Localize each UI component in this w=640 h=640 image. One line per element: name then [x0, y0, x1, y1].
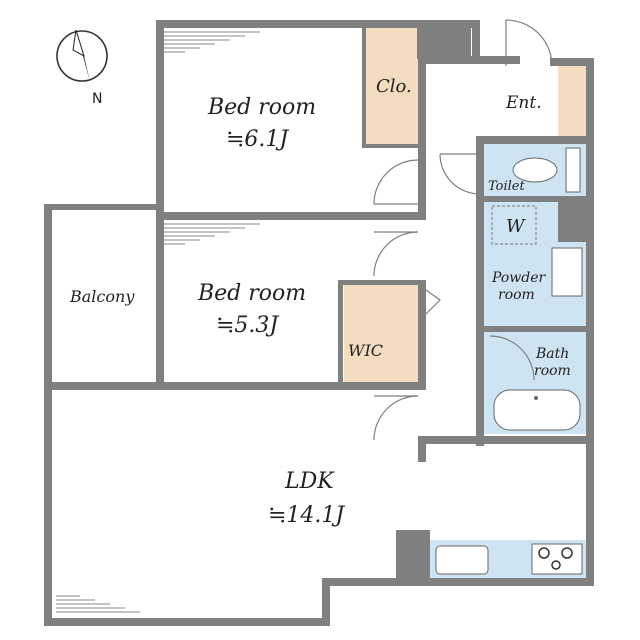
- room-fills: [344, 28, 586, 578]
- bath-room-line2: room: [534, 363, 571, 379]
- bedroom2-size: ≒5.3J: [216, 313, 279, 338]
- walls: [44, 20, 594, 626]
- washbasin-icon: [551, 247, 583, 297]
- compass: N: [56, 29, 108, 107]
- labels: Bed room ≒6.1J Clo. Ent. Toilet W Powder…: [69, 76, 571, 528]
- compass-north-label: N: [92, 91, 102, 107]
- balcony-name: Balcony: [69, 287, 135, 306]
- toilet-bowl-icon: [512, 157, 558, 183]
- toilet-name: Toilet: [488, 179, 525, 194]
- entrance-name: Ent.: [505, 93, 542, 113]
- bath-door-arc: [489, 335, 535, 381]
- wic-fill: [344, 284, 420, 382]
- powder-room-line1: Powder: [491, 270, 547, 286]
- entrance-storage-fill: [558, 66, 586, 136]
- bathtub-icon: [493, 389, 581, 431]
- entrance-door-arc: [505, 19, 553, 67]
- bedroom1-name: Bed room: [207, 95, 316, 120]
- powder-room-line2: room: [498, 287, 535, 303]
- closet-fill: [364, 28, 419, 148]
- bedroom1-door-arc: [373, 159, 419, 205]
- washer-name: W: [506, 216, 526, 237]
- wic-name: WIC: [348, 341, 383, 360]
- compass-circle: [56, 30, 108, 82]
- ldk-name: LDK: [284, 469, 335, 494]
- doors: [373, 19, 553, 441]
- fixtures: [435, 147, 583, 575]
- bedroom2-door-arc: [373, 231, 419, 277]
- ldk-door-arc: [373, 395, 419, 441]
- toilet-door-arc: [439, 153, 481, 195]
- bedroom1-size: ≒6.1J: [226, 127, 289, 152]
- window-lines: [56, 31, 260, 613]
- closet-name: Clo.: [376, 76, 412, 97]
- ldk-size: ≒14.1J: [268, 503, 345, 528]
- bedroom2-name: Bed room: [197, 281, 306, 306]
- washer-box-icon: [491, 205, 537, 245]
- bath-room-line1: Bath: [535, 346, 569, 362]
- kitchen-sink-icon: [435, 545, 489, 575]
